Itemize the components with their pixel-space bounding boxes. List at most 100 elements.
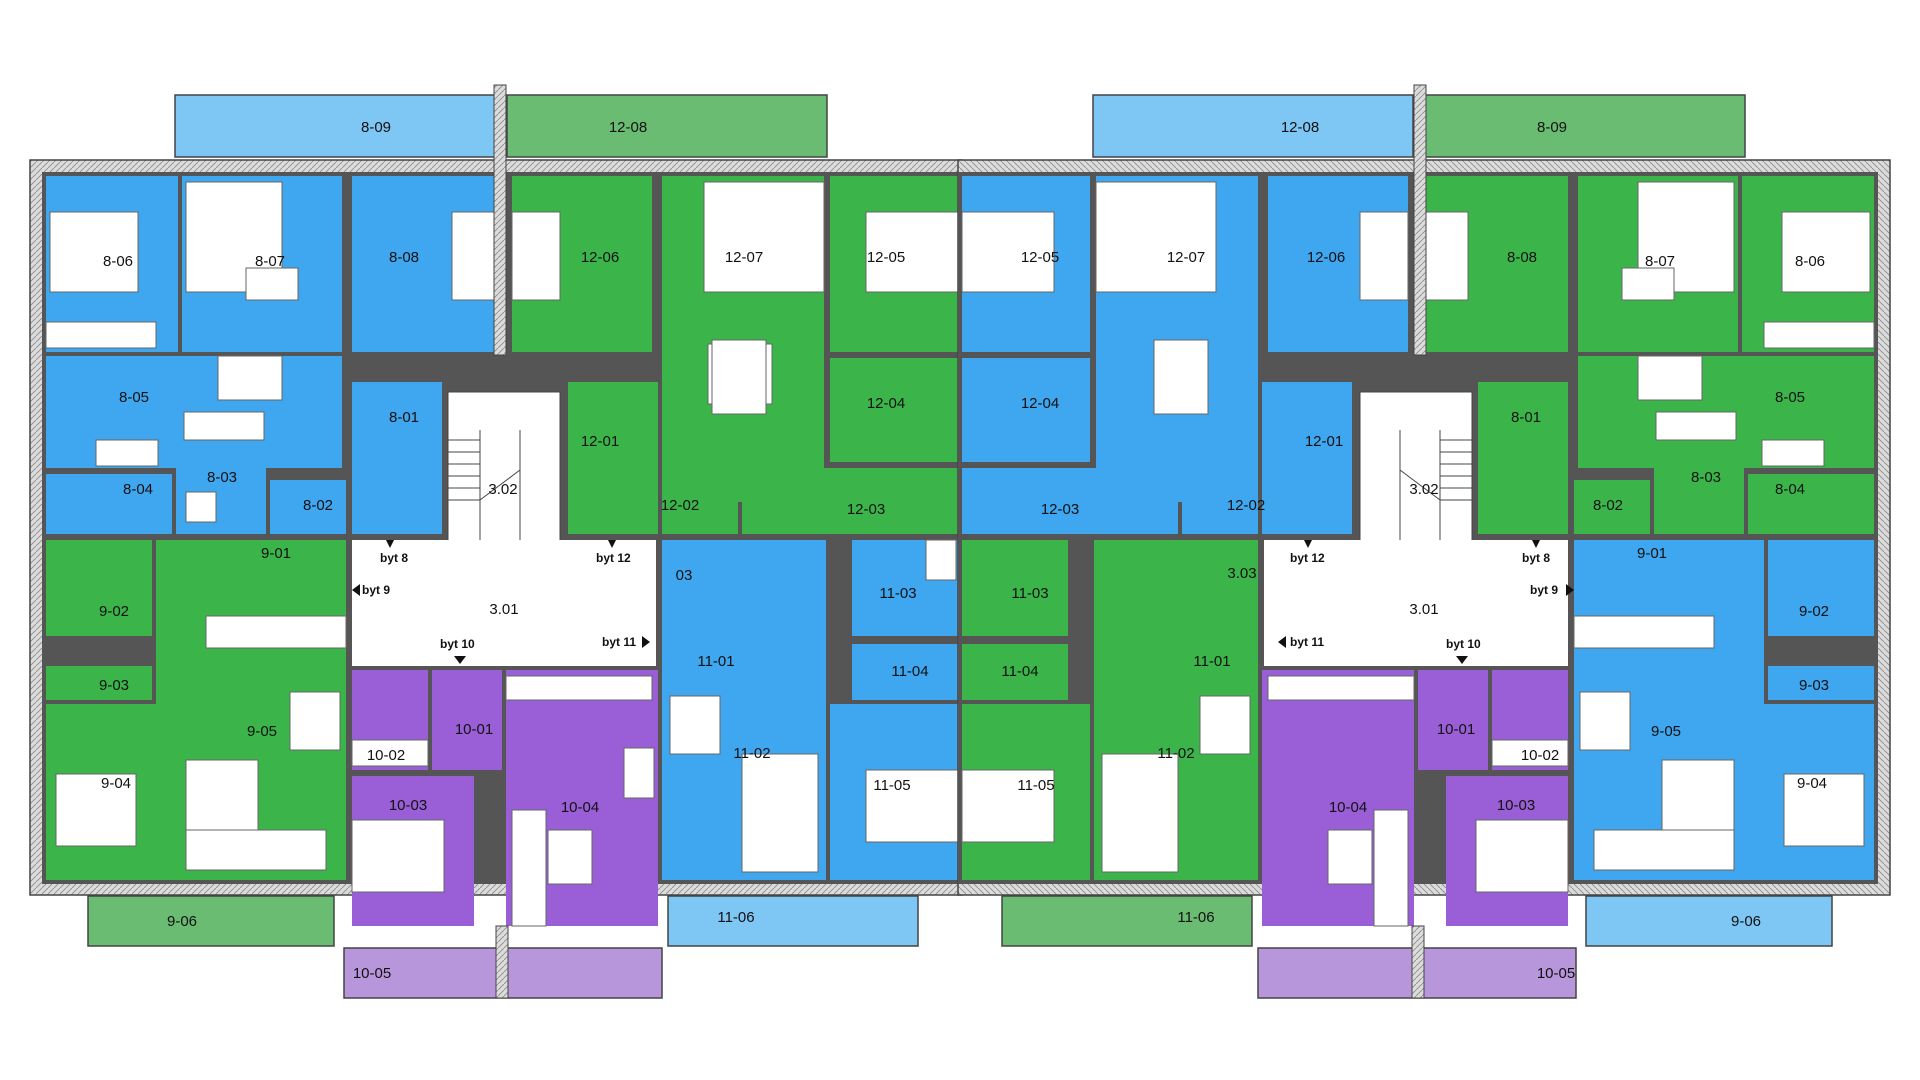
label-9-03-r: 9-03: [1799, 677, 1829, 694]
room-9-02: [46, 540, 152, 636]
label-12-05-r: 12-05: [1021, 249, 1059, 266]
wall-stub-bottom-left: [495, 925, 509, 999]
label-11-04: 11-04: [891, 663, 928, 680]
furniture-right: [961, 181, 1875, 927]
label-3-01-r: 3.01: [1409, 601, 1438, 618]
label-12-03-r: 12-03: [1041, 501, 1079, 518]
byt-10-arrow-icon-r: [1456, 656, 1468, 664]
room-12-01-r: [1262, 382, 1352, 534]
right-wing: [957, 94, 1891, 999]
room-9-06-r: [1585, 895, 1833, 947]
label-9-06: 9-06: [167, 913, 197, 930]
room-9-03: [46, 666, 152, 700]
label-8-05-r: 8-05: [1775, 389, 1805, 406]
label-12-04-r: 12-04: [1021, 395, 1059, 412]
room-8-01-r: [1478, 382, 1568, 534]
label-3-02: 3.02: [488, 481, 517, 498]
label-12-06-r: 12-06: [1307, 249, 1345, 266]
room-8-02-r: [1574, 480, 1650, 534]
label-9-03: 9-03: [99, 677, 129, 694]
label-11-05: 11-05: [873, 777, 910, 794]
room-11-03-r: [962, 540, 1068, 636]
room-12-02-r: [1182, 484, 1258, 534]
room-12-04: [830, 358, 958, 462]
room-8-04-r: [1748, 474, 1874, 534]
label-8-09: 8-09: [361, 119, 391, 136]
room-9-06: [87, 895, 335, 947]
byt-8-arrow-icon: [386, 540, 394, 548]
marker-byt-12-r: byt 12: [1290, 551, 1325, 565]
marker-byt-9-r: byt 9: [1530, 583, 1558, 597]
byt-12-arrow-icon-r: [1304, 540, 1312, 548]
label-10-03-r: 10-03: [1497, 797, 1535, 814]
label-8-07: 8-07: [255, 253, 285, 270]
left-wing: [29, 94, 963, 999]
label-11-02: 11-02: [733, 745, 770, 762]
label-12-05: 12-05: [867, 249, 905, 266]
label-9-01: 9-01: [261, 545, 291, 562]
room-12-08: [506, 94, 828, 158]
label-8-02: 8-02: [303, 497, 333, 514]
label-3-03-r: 3.03: [1227, 565, 1256, 582]
label-11-04-r: 11-04: [1001, 663, 1038, 680]
label-9-04: 9-04: [101, 775, 131, 792]
label-11-06-r: 11-06: [1177, 909, 1214, 926]
byt-8-arrow-icon-r: [1532, 540, 1540, 548]
room-11-04: [852, 644, 958, 700]
label-12-08: 12-08: [609, 119, 647, 136]
label-11-03: 11-03: [879, 585, 916, 602]
label-8-06-r: 8-06: [1795, 253, 1825, 270]
label-03: 03: [676, 567, 693, 584]
room-8-09: [174, 94, 498, 158]
label-9-06-r: 9-06: [1731, 913, 1761, 930]
room-10-01: [432, 670, 502, 770]
label-8-09-r: 8-09: [1537, 119, 1567, 136]
byt-12-arrow-icon: [608, 540, 616, 548]
room-9-03-r: [1768, 666, 1874, 700]
room-8-04: [46, 474, 172, 534]
label-11-05-r: 11-05: [1017, 777, 1054, 794]
room-11-04-r: [962, 644, 1068, 700]
label-12-07: 12-07: [725, 249, 763, 266]
room-3-02-r: [1359, 391, 1473, 543]
label-8-04: 8-04: [123, 481, 153, 498]
label-10-04: 10-04: [561, 799, 599, 816]
wall-stub-bottom-right: [1411, 925, 1425, 999]
label-10-05: 10-05: [353, 965, 391, 982]
label-10-05-r: 10-05: [1537, 965, 1575, 982]
labels: 8-09 12-08 8-06 8-07 8-08 12-06 12-07 12…: [99, 119, 1829, 982]
label-12-01: 12-01: [581, 433, 619, 450]
label-10-04-r: 10-04: [1329, 799, 1367, 816]
label-12-02-r: 12-02: [1227, 497, 1265, 514]
room-8-09-r: [1422, 94, 1746, 158]
room-12-03-r: [962, 468, 1178, 534]
byt-9-arrow-icon-r: [1566, 584, 1574, 596]
marker-byt-8: byt 8: [380, 551, 408, 565]
room-12-04-r: [962, 358, 1090, 462]
room-12-08-r: [1092, 94, 1414, 158]
label-9-05-r: 9-05: [1651, 723, 1681, 740]
byt-10-arrow-icon: [454, 656, 466, 664]
room-11-06: [667, 895, 919, 947]
label-8-05: 8-05: [119, 389, 149, 406]
marker-byt-10: byt 10: [440, 637, 475, 651]
stair-treads-left: [448, 430, 521, 542]
label-9-04-r: 9-04: [1797, 775, 1827, 792]
marker-byt-12: byt 12: [596, 551, 631, 565]
label-12-01-r: 12-01: [1305, 433, 1343, 450]
label-10-01-r: 10-01: [1437, 721, 1475, 738]
marker-byt-10-r: byt 10: [1446, 637, 1481, 651]
label-11-02-r: 11-02: [1157, 745, 1194, 762]
label-8-03: 8-03: [207, 469, 237, 486]
room-8-02: [270, 480, 346, 534]
room-12-03: [742, 468, 958, 534]
label-8-02-r: 8-02: [1593, 497, 1623, 514]
label-11-01: 11-01: [697, 653, 734, 670]
label-9-05: 9-05: [247, 723, 277, 740]
label-3-02-r: 3.02: [1409, 481, 1438, 498]
entrance-markers: byt 8 byt 12 byt 9 byt 10 byt 11 byt 12 …: [352, 540, 1574, 664]
room-10-01-r: [1418, 670, 1488, 770]
room-12-02: [662, 484, 738, 534]
label-11-01-r: 11-01: [1193, 653, 1230, 670]
room-9-02-r: [1768, 540, 1874, 636]
